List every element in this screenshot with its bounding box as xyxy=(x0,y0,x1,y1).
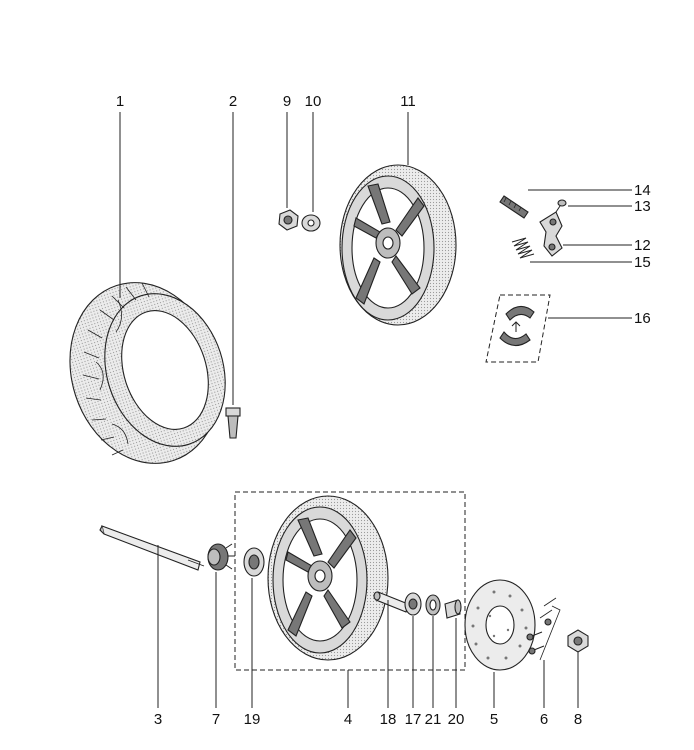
callout-8: 8 xyxy=(574,711,582,728)
callout-5: 5 xyxy=(490,711,498,728)
disc-bolts xyxy=(526,597,561,661)
callout-4: 4 xyxy=(344,711,352,728)
valve xyxy=(225,407,241,439)
callout-1: 1 xyxy=(116,93,124,110)
oil-seal xyxy=(425,594,441,616)
callout-20: 20 xyxy=(448,711,465,728)
callout-14: 14 xyxy=(634,182,651,199)
speedo-drive xyxy=(207,543,235,571)
spring xyxy=(511,237,535,259)
callout-7: 7 xyxy=(212,711,220,728)
callout-6: 6 xyxy=(540,711,548,728)
rear-wheel-rim xyxy=(339,164,457,326)
washer xyxy=(301,214,321,232)
callout-3: 3 xyxy=(154,711,162,728)
spacer-tube xyxy=(373,591,409,613)
nut xyxy=(278,209,299,231)
axle-nut xyxy=(567,629,589,653)
brake-lever xyxy=(539,211,563,257)
front-wheel-group-box xyxy=(234,491,466,671)
leader-lines xyxy=(119,112,632,708)
callout-17: 17 xyxy=(405,711,422,728)
front-wheel-rim xyxy=(267,495,389,661)
callout-15: 15 xyxy=(634,254,651,271)
callout-labels: 1 2 9 10 11 14 13 12 15 16 3 7 19 4 18 1… xyxy=(116,93,651,728)
bearing-right xyxy=(404,592,422,616)
callout-9: 9 xyxy=(283,93,291,110)
callout-16: 16 xyxy=(634,310,651,327)
tyre xyxy=(69,282,226,464)
brake-disc xyxy=(464,579,536,671)
axle xyxy=(99,525,205,571)
collar xyxy=(444,599,462,619)
small-screw xyxy=(555,199,567,213)
callout-2: 2 xyxy=(229,93,237,110)
callout-10: 10 xyxy=(305,93,322,110)
bearing-left xyxy=(243,547,265,577)
callout-21: 21 xyxy=(425,711,442,728)
brake-pin xyxy=(499,195,529,219)
callout-18: 18 xyxy=(380,711,397,728)
callout-19: 19 xyxy=(244,711,261,728)
brake-shoes xyxy=(485,294,551,363)
callout-11: 11 xyxy=(400,93,416,110)
callout-12: 12 xyxy=(634,237,651,254)
callout-13: 13 xyxy=(634,198,651,215)
